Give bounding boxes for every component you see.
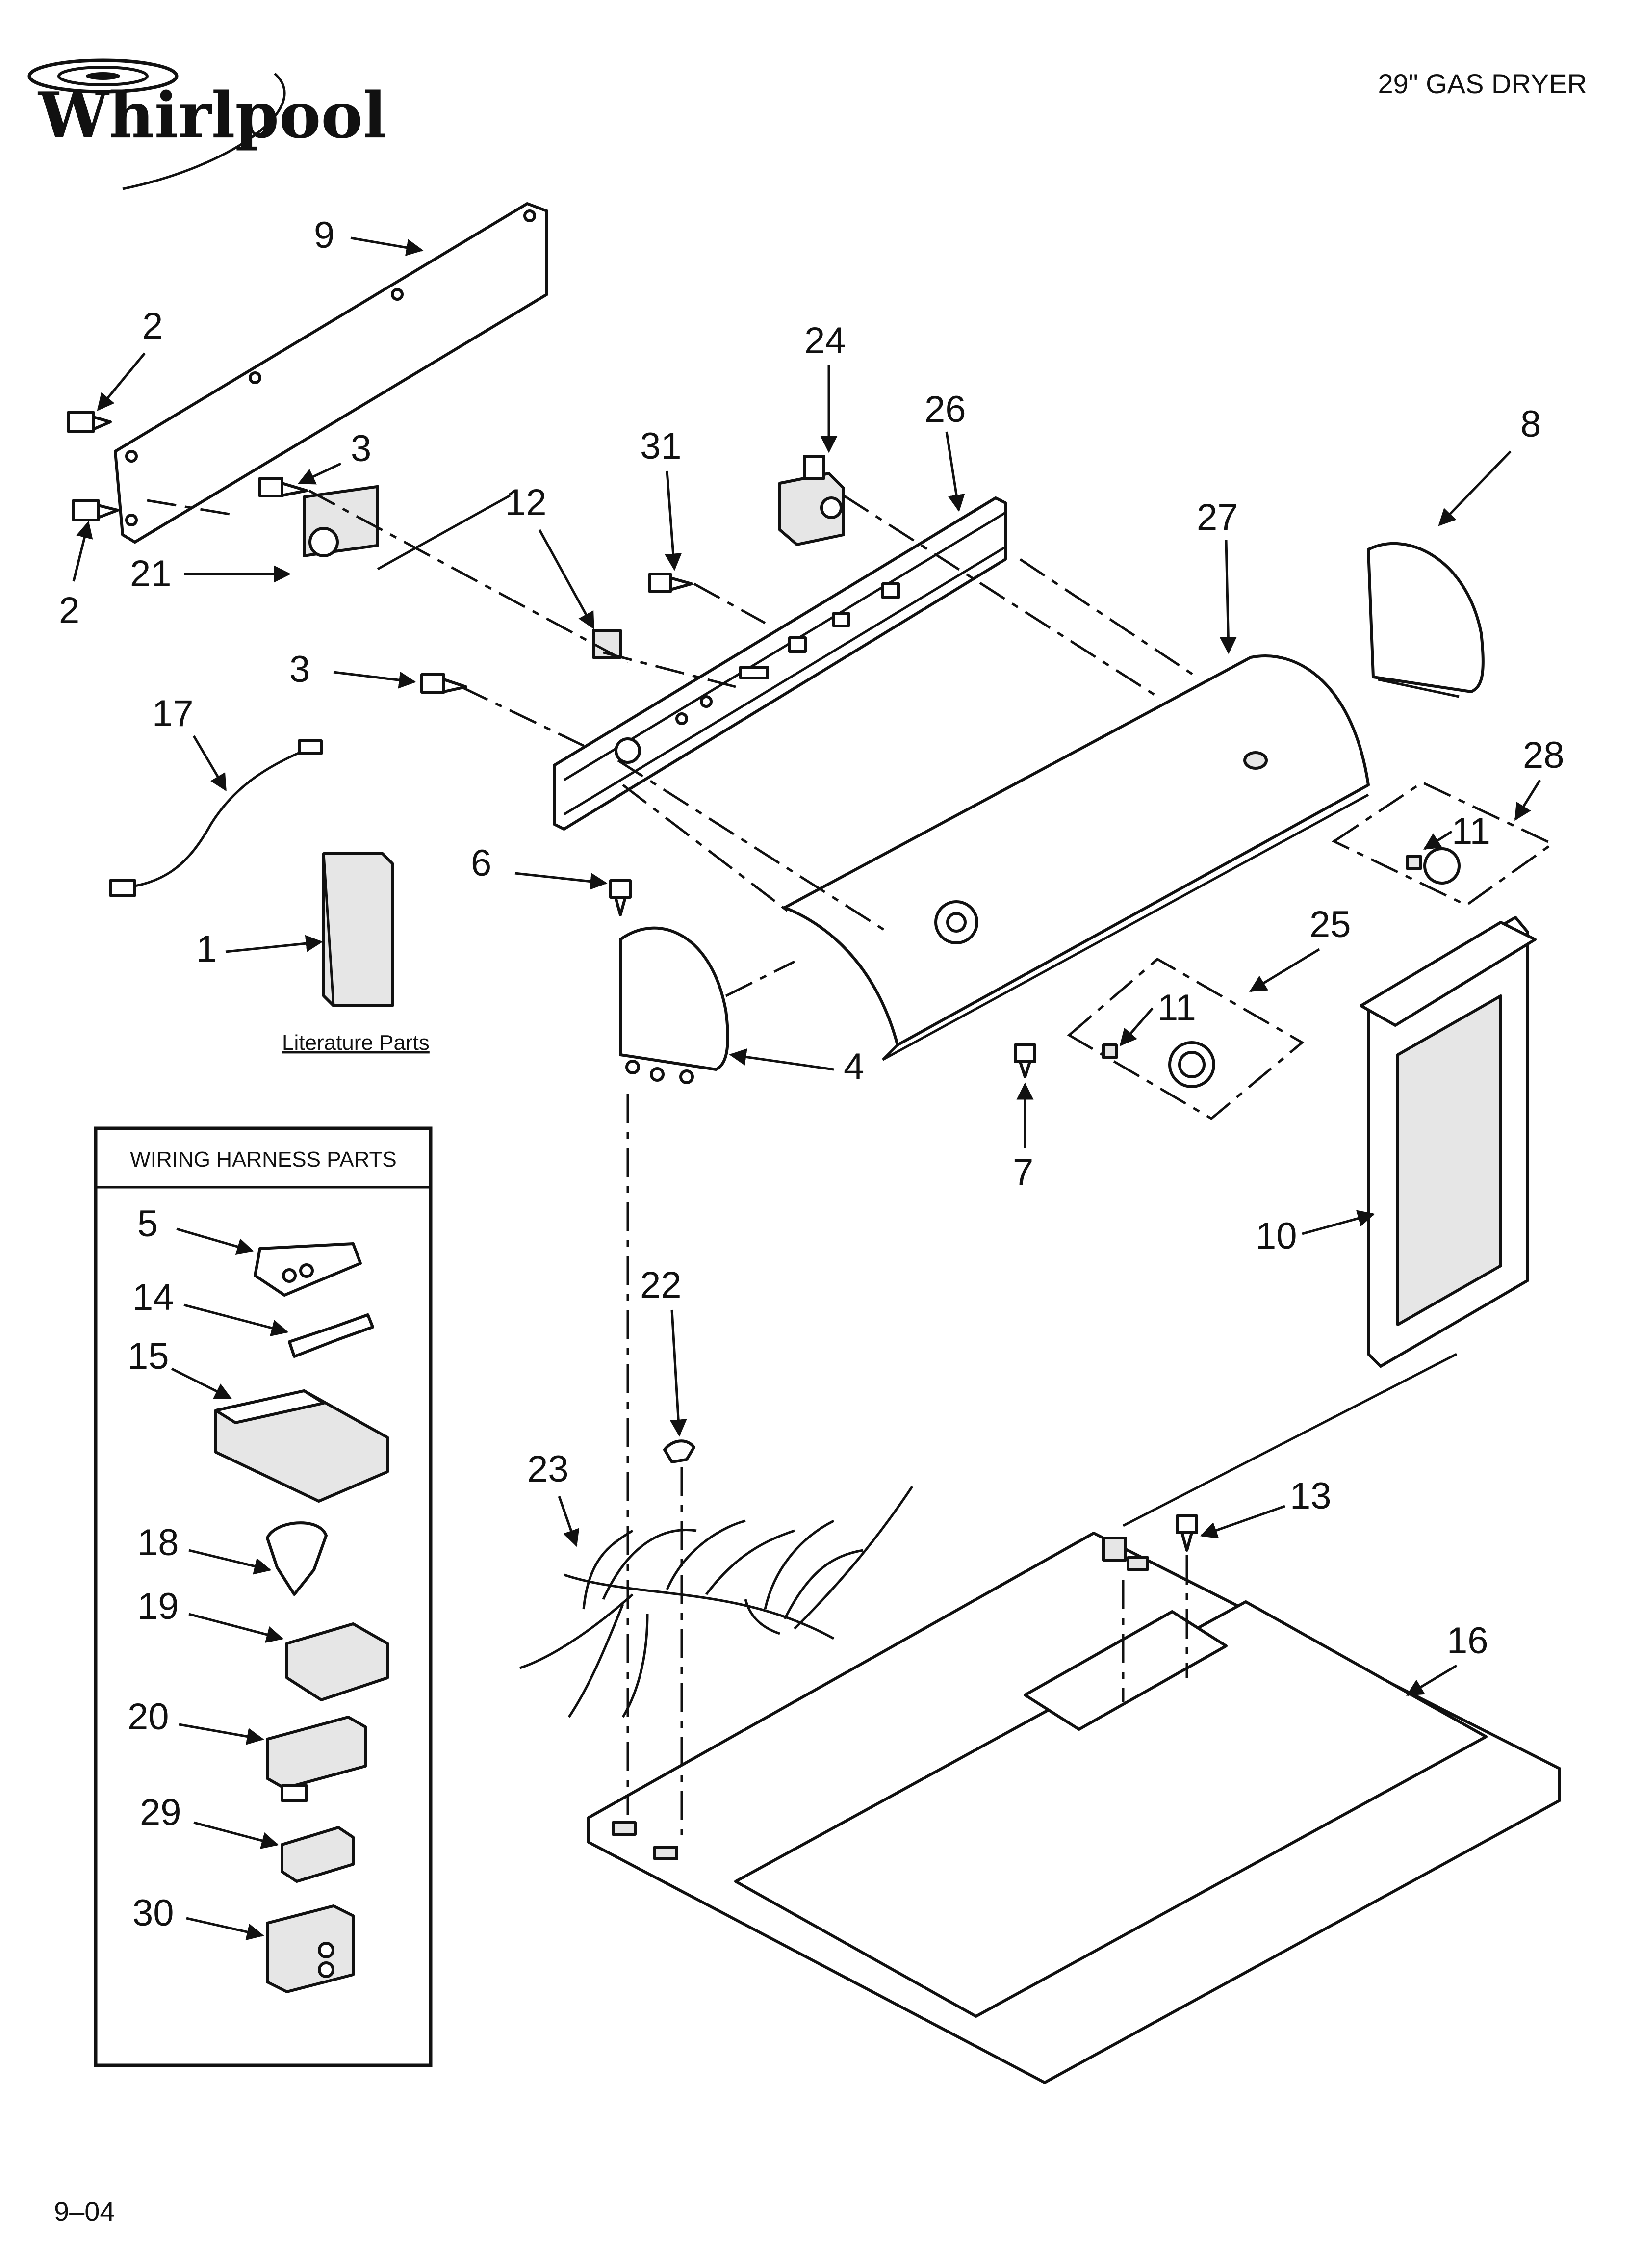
screw-13 (1176, 1514, 1198, 1552)
callout-1: 1 (196, 928, 323, 970)
callout-2-bottom: 2 (59, 521, 93, 631)
svg-text:28: 28 (1523, 734, 1565, 776)
svg-text:16: 16 (1447, 1620, 1488, 1662)
callout-31: 31 (640, 425, 682, 571)
svg-text:27: 27 (1197, 496, 1238, 538)
screw-3-mid (420, 673, 467, 694)
svg-text:21: 21 (130, 553, 172, 595)
svg-text:30: 30 (132, 1892, 174, 1934)
screw-6 (609, 879, 632, 916)
part-10-lint-screen (1360, 916, 1537, 1368)
screw-3-top (258, 477, 308, 497)
whirlpool-logo: Whirlpool (27, 58, 386, 190)
callout-12: 12 (505, 482, 595, 630)
callout-11-bottom: 11 (1119, 987, 1196, 1046)
svg-text:22: 22 (640, 1264, 682, 1306)
svg-text:15: 15 (128, 1335, 169, 1377)
callout-9: 9 (314, 214, 424, 256)
callout-4: 4 (729, 1046, 864, 1088)
svg-text:25: 25 (1309, 904, 1351, 945)
callout-3-mid: 3 (289, 649, 416, 690)
callout-19: 19 (137, 1586, 284, 1643)
callout-24: 24 (804, 320, 846, 453)
callout-26: 26 (924, 389, 966, 512)
model-title: 29" GAS DRYER (1378, 68, 1587, 99)
svg-text:14: 14 (132, 1277, 174, 1318)
wiring-box-title: WIRING HARNESS PARTS (130, 1147, 397, 1172)
brand-logo-text: Whirlpool (37, 79, 386, 153)
callout-16: 16 (1406, 1620, 1488, 1696)
footer-code: 9–04 (54, 2196, 115, 2227)
svg-text:23: 23 (527, 1448, 569, 1490)
svg-text:20: 20 (128, 1696, 169, 1738)
part-22-clip (663, 1439, 695, 1463)
svg-text:1: 1 (196, 928, 217, 970)
callout-15: 15 (128, 1335, 232, 1400)
svg-text:31: 31 (640, 425, 682, 467)
callout-17: 17 (152, 693, 227, 792)
callout-20: 20 (128, 1696, 264, 1745)
callout-3-top: 3 (297, 428, 371, 485)
callout-6: 6 (471, 842, 608, 890)
svg-text:13: 13 (1290, 1475, 1332, 1517)
screw-7 (1014, 1043, 1036, 1078)
svg-text:8: 8 (1520, 403, 1541, 445)
part-25-knob-kit (1067, 957, 1305, 1121)
svg-text:11: 11 (1452, 810, 1490, 852)
callout-5: 5 (137, 1203, 255, 1255)
svg-text:3: 3 (289, 649, 310, 690)
svg-text:18: 18 (137, 1522, 179, 1564)
callout-28: 28 (1514, 734, 1565, 821)
wiring-harness-box: WIRING HARNESS PARTS (94, 1126, 433, 2067)
svg-text:19: 19 (137, 1586, 179, 1627)
callout-21: 21 (130, 553, 291, 595)
svg-text:12: 12 (505, 482, 547, 523)
callout-22: 22 (640, 1264, 687, 1437)
callout-27: 27 (1197, 496, 1238, 654)
svg-text:2: 2 (59, 590, 79, 631)
callout-13: 13 (1200, 1475, 1332, 1539)
svg-text:24: 24 (804, 320, 846, 362)
screw-2-bottom (72, 499, 119, 521)
part-24-switch (778, 455, 845, 546)
part-17-wire (109, 739, 323, 897)
callout-8: 8 (1438, 403, 1541, 526)
svg-text:2: 2 (142, 305, 163, 347)
callout-30: 30 (132, 1892, 264, 1941)
callout-11-top: 11 (1423, 810, 1490, 852)
svg-text:5: 5 (137, 1203, 158, 1245)
part-28-knob-kit (1331, 781, 1555, 907)
part-8-endcap-right (1367, 542, 1485, 698)
svg-text:6: 6 (471, 842, 491, 884)
part-16-top-panel (587, 1532, 1561, 2084)
svg-text:9: 9 (314, 214, 334, 256)
callout-14: 14 (132, 1277, 289, 1336)
svg-text:4: 4 (844, 1046, 864, 1088)
callout-23: 23 (527, 1448, 580, 1547)
svg-text:7: 7 (1013, 1151, 1033, 1193)
part-21-timer (303, 485, 511, 571)
callout-10: 10 (1256, 1210, 1375, 1257)
assembly-lines (147, 489, 1458, 1835)
svg-text:26: 26 (924, 389, 966, 430)
screw-31 (648, 573, 693, 593)
svg-text:29: 29 (140, 1792, 181, 1833)
callout-25: 25 (1249, 904, 1351, 992)
part-27-console (783, 654, 1370, 1061)
svg-text:10: 10 (1256, 1215, 1297, 1257)
callout-29: 29 (140, 1792, 279, 1849)
callout-18: 18 (137, 1522, 272, 1575)
part-9-panel (114, 202, 548, 544)
svg-text:3: 3 (351, 428, 371, 469)
part-26-console-bracket (553, 496, 1007, 831)
callout-2-top: 2 (97, 305, 163, 411)
part-4-endcap-left (619, 926, 729, 1084)
callout-7: 7 (1013, 1082, 1034, 1193)
part-1-literature: Literature Parts (282, 852, 430, 1055)
svg-text:17: 17 (152, 693, 194, 734)
screw-2-top (67, 411, 112, 433)
svg-text:11: 11 (1157, 987, 1196, 1029)
literature-label: Literature Parts (282, 1031, 430, 1055)
